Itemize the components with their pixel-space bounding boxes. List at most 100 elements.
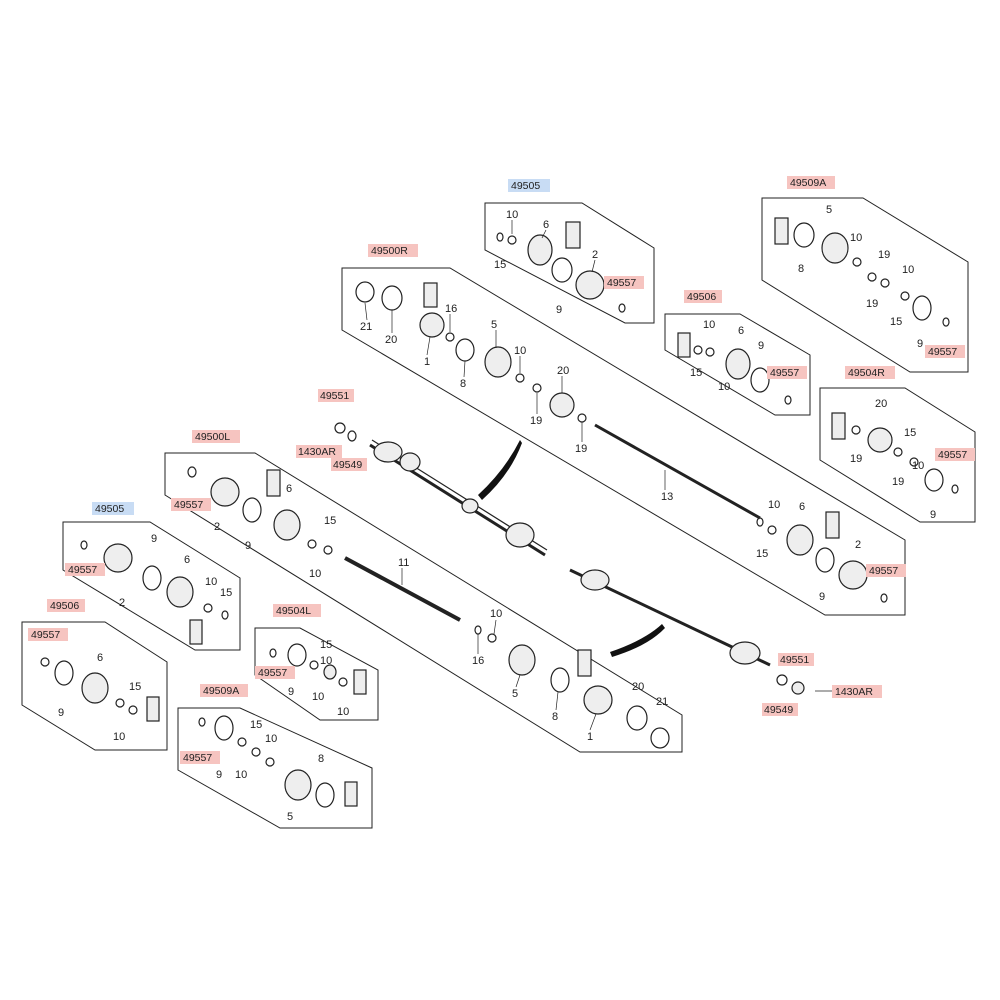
- label-49505-left[interactable]: 49505: [95, 503, 124, 515]
- label-49551-top[interactable]: 49551: [320, 390, 349, 402]
- item-number-20: 20: [632, 681, 644, 693]
- item-number-16: 16: [472, 655, 484, 667]
- item-number-6: 6: [286, 483, 292, 495]
- item-number-1: 1: [424, 356, 430, 368]
- label-49557[interactable]: 49557: [869, 565, 898, 577]
- item-number-10: 10: [320, 655, 332, 667]
- label-49557[interactable]: 49557: [770, 367, 799, 379]
- label-49509A-bottom[interactable]: 49509A: [203, 685, 239, 697]
- item-number-10: 10: [506, 209, 518, 221]
- item-number-15: 15: [904, 427, 916, 439]
- item-number-8: 8: [798, 263, 804, 275]
- item-number-9: 9: [819, 591, 825, 603]
- label-49506-top[interactable]: 49506: [687, 291, 716, 303]
- callout-labels: 49505 49509A 49500R 49506 49504R 49551 1…: [28, 176, 975, 764]
- item-number-6: 6: [184, 554, 190, 566]
- item-number-10: 10: [490, 608, 502, 620]
- label-1430AR-top[interactable]: 1430AR: [298, 446, 336, 458]
- item-number-10: 10: [718, 381, 730, 393]
- item-number-8: 8: [552, 711, 558, 723]
- item-number-10: 10: [309, 568, 321, 580]
- item-number-6: 6: [543, 219, 549, 231]
- item-number-20: 20: [385, 334, 397, 346]
- label-49557[interactable]: 49557: [68, 564, 97, 576]
- label-49551-right[interactable]: 49551: [780, 654, 809, 666]
- item-number-9: 9: [556, 304, 562, 316]
- item-number-19: 19: [575, 443, 587, 455]
- item-number-9: 9: [245, 540, 251, 552]
- leader-lines: [364, 220, 666, 731]
- label-49509A-top[interactable]: 49509A: [790, 177, 826, 189]
- kit-box-49509A-top: [761, 197, 969, 373]
- item-number-10: 10: [205, 576, 217, 588]
- label-49504R[interactable]: 49504R: [848, 367, 885, 379]
- part-glyphs: [40, 217, 959, 808]
- item-number-2: 2: [119, 597, 125, 609]
- kit-box-49500L: [164, 452, 683, 753]
- item-number-10: 10: [113, 731, 125, 743]
- label-49549-top[interactable]: 49549: [333, 459, 362, 471]
- label-49557[interactable]: 49557: [258, 667, 287, 679]
- item-number-19: 19: [850, 453, 862, 465]
- item-number-6: 6: [799, 501, 805, 513]
- kit-box-49505-top: [484, 202, 655, 324]
- item-number-9: 9: [917, 338, 923, 350]
- item-numbers: 10 6 2 15 9 5 10 19 10 8 19 15 9 16 5 10…: [58, 204, 936, 823]
- label-49500L[interactable]: 49500L: [195, 431, 230, 443]
- item-number-10: 10: [703, 319, 715, 331]
- item-number-9: 9: [216, 769, 222, 781]
- label-49557[interactable]: 49557: [174, 499, 203, 511]
- label-49557[interactable]: 49557: [928, 346, 957, 358]
- item-number-19: 19: [878, 249, 890, 261]
- kit-box-49506-left: [21, 621, 168, 751]
- item-number-9: 9: [151, 533, 157, 545]
- label-49506-left[interactable]: 49506: [50, 600, 79, 612]
- item-number-10: 10: [850, 232, 862, 244]
- kit-box-49505-left: [62, 521, 241, 651]
- item-number-15: 15: [250, 719, 262, 731]
- item-number-15: 15: [320, 639, 332, 651]
- item-number-2: 2: [592, 249, 598, 261]
- item-number-20: 20: [557, 365, 569, 377]
- label-1430AR-right[interactable]: 1430AR: [835, 686, 873, 698]
- item-number-2: 2: [855, 539, 861, 551]
- label-49557[interactable]: 49557: [607, 277, 636, 289]
- item-number-10: 10: [312, 691, 324, 703]
- item-number-11: 11: [398, 557, 409, 569]
- item-number-10: 10: [768, 499, 780, 511]
- kit-box-49500R: [341, 267, 906, 616]
- item-number-2: 2: [214, 521, 220, 533]
- label-49500R[interactable]: 49500R: [371, 245, 408, 257]
- item-number-9: 9: [288, 686, 294, 698]
- label-49504L[interactable]: 49504L: [276, 605, 311, 617]
- item-number-10: 10: [265, 733, 277, 745]
- item-number-10: 10: [235, 769, 247, 781]
- label-49505-top[interactable]: 49505: [511, 180, 540, 192]
- item-number-5: 5: [512, 688, 518, 700]
- item-number-9: 9: [758, 340, 764, 352]
- label-49557[interactable]: 49557: [938, 449, 967, 461]
- kit-box-49506-top: [664, 313, 811, 416]
- item-number-21: 21: [656, 696, 668, 708]
- item-number-13: 13: [661, 491, 673, 503]
- item-number-6: 6: [738, 325, 744, 337]
- item-number-19: 19: [892, 476, 904, 488]
- item-number-10: 10: [912, 460, 924, 472]
- item-number-19: 19: [530, 415, 542, 427]
- item-number-9: 9: [930, 509, 936, 521]
- label-49549-right[interactable]: 49549: [764, 704, 793, 716]
- item-number-6: 6: [97, 652, 103, 664]
- item-number-8: 8: [460, 378, 466, 390]
- label-49557[interactable]: 49557: [183, 752, 212, 764]
- item-number-8: 8: [318, 753, 324, 765]
- kit-box-49504R: [819, 387, 976, 523]
- item-number-9: 9: [58, 707, 64, 719]
- label-49557[interactable]: 49557: [31, 629, 60, 641]
- item-number-10: 10: [902, 264, 914, 276]
- item-number-16: 16: [445, 303, 457, 315]
- item-number-15: 15: [220, 587, 232, 599]
- item-number-15: 15: [890, 316, 902, 328]
- item-number-15: 15: [129, 681, 141, 693]
- item-number-1: 1: [587, 731, 593, 743]
